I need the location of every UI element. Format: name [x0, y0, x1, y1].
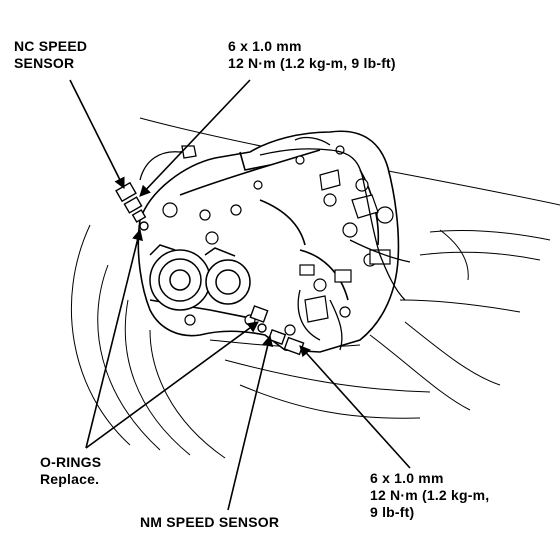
bottom-bolt-arrow	[299, 345, 411, 469]
leader-arrows	[69, 79, 411, 511]
oring-arrow-upper	[85, 228, 144, 449]
bolt-spec-bottom: 6 x 1.0 mm 12 N·m (1.2 kg-m, 9 lb-ft)	[370, 470, 489, 521]
nc-label-line-1: NC SPEED	[14, 38, 88, 54]
nc-speed-sensor-label: NC SPEED SENSOR	[14, 38, 87, 72]
bolt-spec-top: 6 x 1.0 mm 12 N·m (1.2 kg-m, 9 lb-ft)	[228, 38, 396, 72]
o-rings-title: O-RINGS	[40, 454, 102, 470]
spec-bottom-torque: 12 N·m (1.2 kg-m,	[370, 487, 490, 503]
o-rings-label: O-RINGS Replace.	[40, 454, 101, 488]
nc-sensor-arrow	[69, 79, 125, 190]
nc-speed-sensor	[115, 181, 149, 231]
spec-top-size: 6 x 1.0 mm	[228, 38, 302, 54]
clutch-housing	[149, 244, 251, 311]
transmission-housing	[137, 130, 400, 353]
oring-arrow-lower	[85, 321, 259, 449]
nm-speed-sensor-label: NM SPEED SENSOR	[140, 514, 280, 530]
top-bolt-arrow	[139, 79, 251, 197]
nm-speed-sensor	[249, 305, 305, 356]
spec-top-torque: 12 N·m (1.2 kg-m, 9 lb-ft)	[228, 55, 396, 71]
nc-label-line-2: SENSOR	[14, 55, 75, 71]
spec-bottom-torque-cont: 9 lb-ft)	[370, 504, 415, 520]
o-rings-note: Replace.	[40, 471, 100, 487]
nm-sensor-arrow	[227, 334, 274, 511]
spec-bottom-size: 6 x 1.0 mm	[370, 470, 444, 486]
